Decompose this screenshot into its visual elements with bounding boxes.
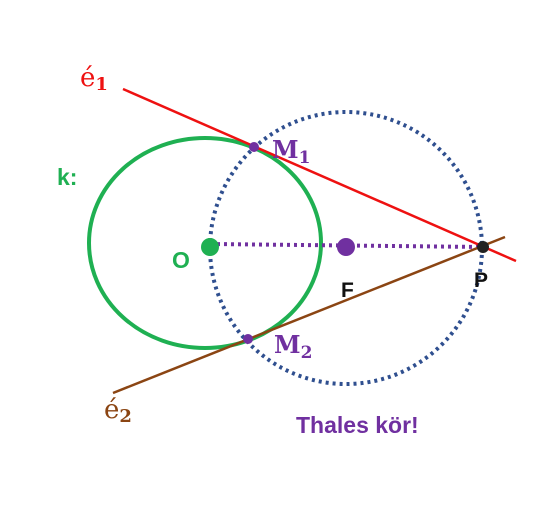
circle-k [87, 136, 323, 350]
point-F [337, 238, 355, 256]
point-O [201, 238, 219, 256]
label-O: O [172, 247, 190, 273]
point-P [477, 241, 489, 253]
label-M1: M1 [272, 135, 310, 168]
label-k: k: [57, 164, 77, 190]
label-e1: é1 [80, 63, 108, 95]
label-M2: M2 [274, 330, 312, 363]
label-e2: é2 [104, 395, 132, 427]
label-F: F [341, 279, 354, 302]
tangent-line-e1 [122, 87, 517, 263]
point-M1 [249, 142, 259, 152]
point-M2 [243, 334, 253, 344]
tangent-line-e2 [112, 235, 506, 395]
label-P: P [474, 269, 488, 292]
label-thales: Thales kör! [296, 412, 419, 438]
